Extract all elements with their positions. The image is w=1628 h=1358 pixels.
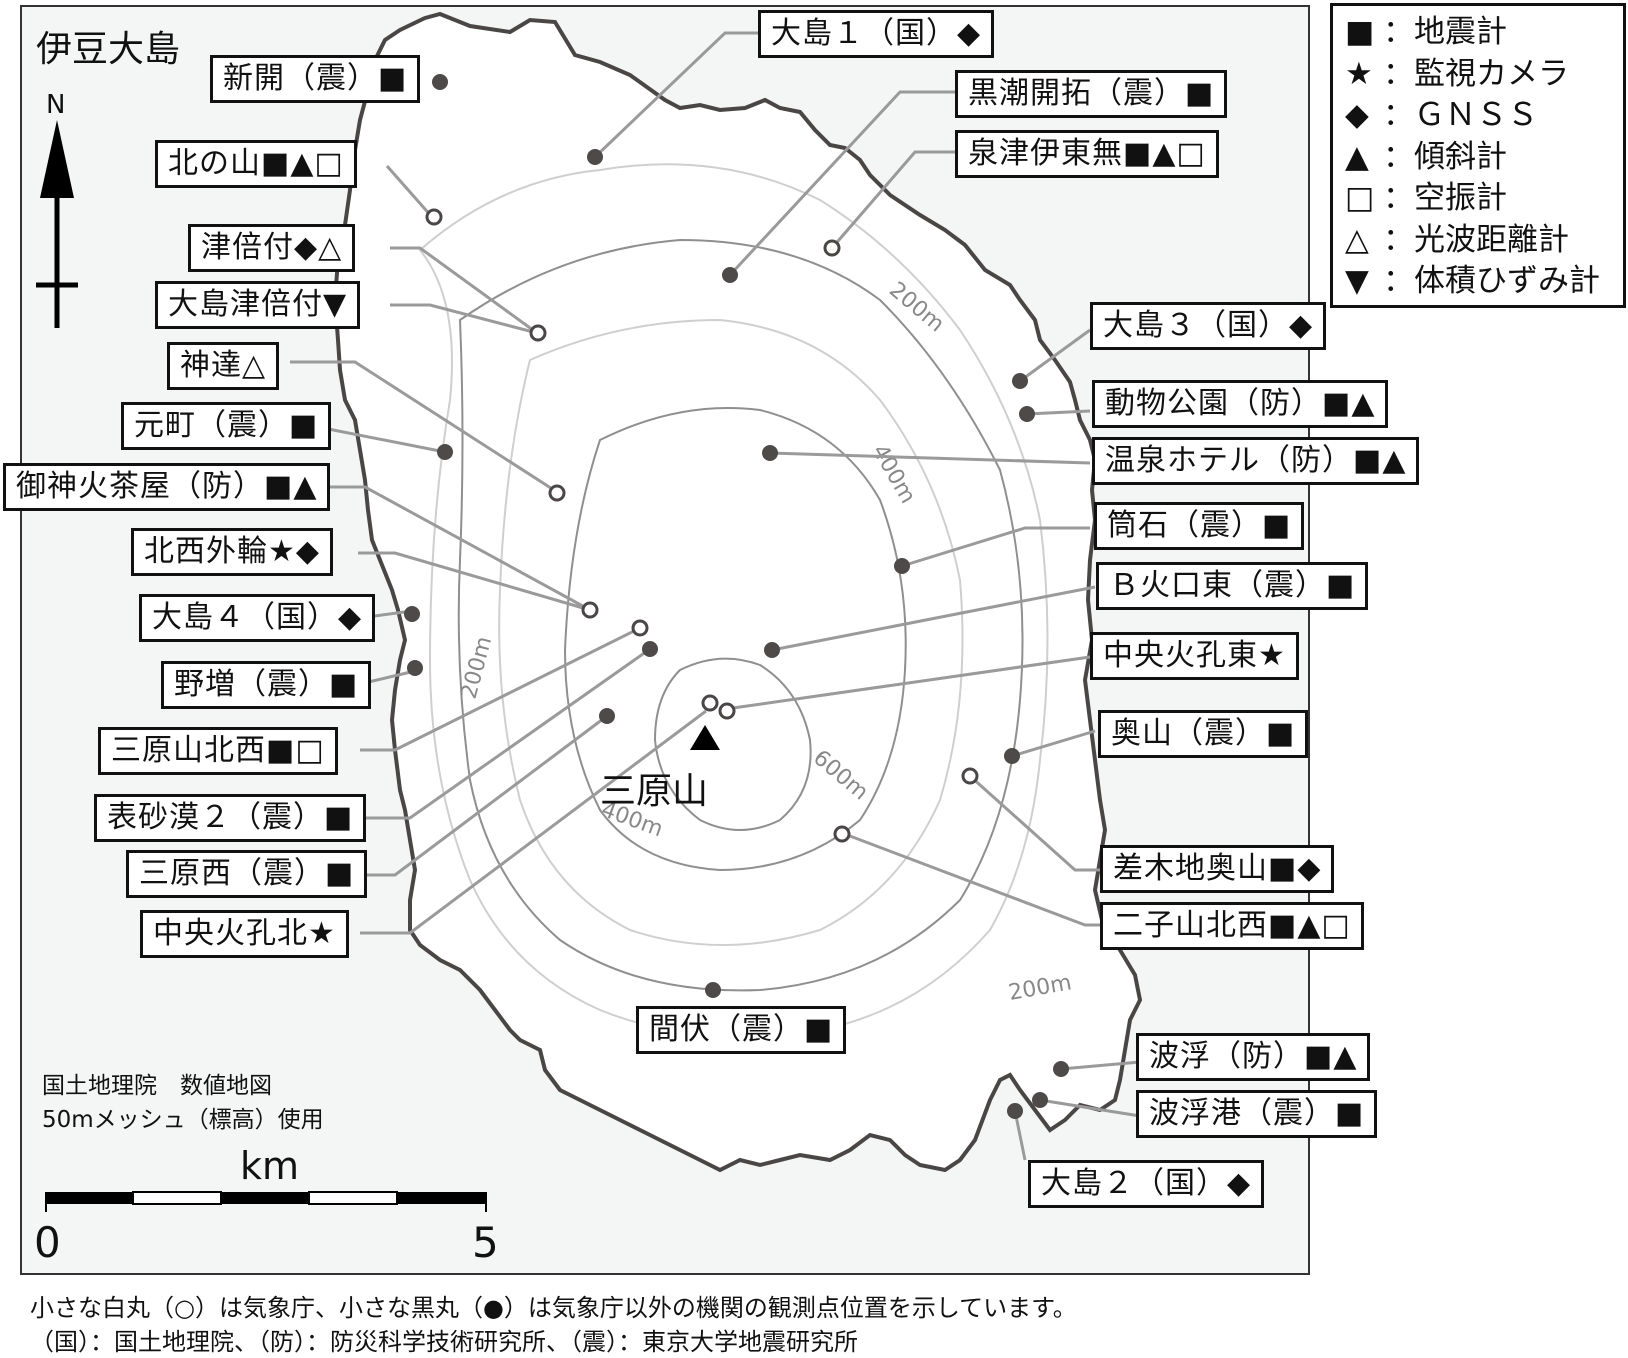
legend: ■：地震計 ★：監視カメラ ◆：ＧＮＳＳ ▲：傾斜計 □：空振計 △：光波距離計… <box>1330 3 1626 308</box>
legend-item-strainmeter: ▼：体積ひずみ計 <box>1345 261 1611 303</box>
footnote-line-2: （国）：国土地理院、（防）：防災科学技術研究所、（震）：東京大学地震研究所 <box>30 1328 858 1356</box>
square-open-icon: □ <box>1345 180 1375 216</box>
station-label: 元町（震）■ <box>121 402 332 450</box>
station-label: 温泉ホテル（防）■▲ <box>1092 437 1420 485</box>
contours-light <box>418 163 1049 1038</box>
legend-item-infrasound: □：空振計 <box>1345 178 1611 220</box>
non-jma-stations <box>404 74 1069 1119</box>
footnote-line-1: 小さな白丸（○）は気象庁、小さな黒丸（●）は気象庁以外の機関の観測点位置を示して… <box>30 1294 1077 1322</box>
scale-start: 0 <box>34 1218 61 1267</box>
star-icon: ★ <box>1345 55 1373 92</box>
diamond-icon: ◆ <box>1345 97 1369 133</box>
station-label: 筒石（震）■ <box>1094 502 1305 550</box>
peak-name-mihara: 三原山 <box>600 771 709 812</box>
station-label: Ｂ火口東（震）■ <box>1096 562 1369 610</box>
square-filled-icon: ■ <box>1345 14 1375 50</box>
triangle-filled-icon: ▲ <box>1345 138 1369 175</box>
north-label: N <box>46 90 66 120</box>
contours-dark <box>457 238 1024 992</box>
station-label: 中央火孔北★ <box>140 910 349 958</box>
station-label: 差木地奥山■◆ <box>1100 845 1335 893</box>
legend-item-tiltmeter: ▲：傾斜計 <box>1345 137 1611 179</box>
credit-line-1: 国土地理院 数値地図 <box>42 1073 272 1099</box>
credit-line-2: 50mメッシュ（標高）使用 <box>42 1107 324 1133</box>
triangle-open-icon: △ <box>1345 221 1369 258</box>
north-arrow-icon <box>36 120 78 328</box>
station-label: 新開（震）■ <box>210 55 421 103</box>
station-label: 泉津伊東無■▲□ <box>955 130 1219 178</box>
station-label: 大島３（国）◆ <box>1090 302 1327 350</box>
jma-stations <box>425 208 979 843</box>
station-label: 黒潮開拓（震）■ <box>955 70 1228 118</box>
station-label: 北西外輪★◆ <box>131 528 333 576</box>
station-label: 三原西（震）■ <box>126 850 368 898</box>
station-label: 表砂漠２（震）■ <box>94 794 367 842</box>
station-label: 波浮（防）■▲ <box>1136 1033 1371 1081</box>
scale-unit: km <box>240 1144 300 1188</box>
legend-item-edm: △：光波距離計 <box>1345 220 1611 262</box>
legend-item-seismometer: ■：地震計 <box>1345 12 1611 54</box>
station-label: 大島１（国）◆ <box>758 10 995 58</box>
summit-triangle-icon <box>690 725 720 750</box>
triangle-down-icon: ▼ <box>1345 263 1369 299</box>
scale-bar <box>45 1191 487 1212</box>
station-label: 奥山（震）■ <box>1098 710 1309 758</box>
station-label: 間伏（震）■ <box>636 1006 847 1054</box>
station-label: 大島４（国）◆ <box>139 594 376 642</box>
map-title: 伊豆大島 <box>36 29 181 70</box>
leader-lines <box>290 31 1141 1161</box>
legend-item-gnss: ◆：ＧＮＳＳ <box>1345 95 1611 137</box>
station-label: 中央火孔東★ <box>1090 632 1299 680</box>
station-label: 御神火茶屋（防）■▲ <box>3 463 331 511</box>
station-label: 大島２（国）◆ <box>1028 1160 1265 1208</box>
station-label: 津倍付◆△ <box>188 224 356 272</box>
station-label: 大島津倍付▼ <box>155 281 361 329</box>
station-label: 二子山北西■▲□ <box>1100 902 1364 950</box>
station-label: 野増（震）■ <box>161 661 372 709</box>
station-label: 波浮港（震）■ <box>1136 1090 1378 1138</box>
station-label: 三原山北西■□ <box>98 727 338 775</box>
station-label: 動物公園（防）■▲ <box>1092 380 1389 428</box>
station-label: 北の山■▲□ <box>155 140 357 188</box>
scale-end: 5 <box>472 1218 499 1267</box>
station-label: 神達△ <box>167 342 280 390</box>
legend-item-camera: ★：監視カメラ <box>1345 54 1611 96</box>
